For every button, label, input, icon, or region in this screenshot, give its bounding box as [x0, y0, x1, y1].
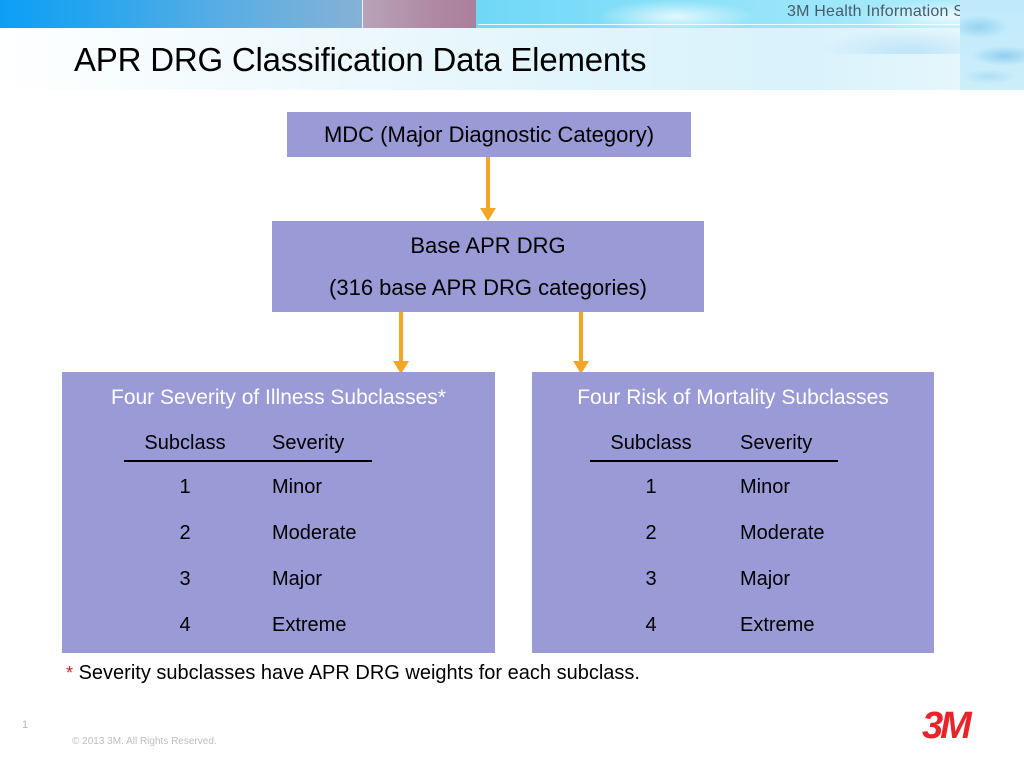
arrow-shaft — [486, 157, 490, 208]
cell-severity: Extreme — [272, 614, 347, 636]
severity-of-illness-heading: Four Severity of Illness Subclasses* — [111, 386, 446, 409]
table-row: 3 Major — [62, 558, 495, 604]
cell-subclass: 1 — [645, 476, 657, 498]
base-apr-drg-title: Base APR DRG — [410, 232, 566, 258]
cell-severity: Minor — [740, 476, 791, 498]
cell-subclass: 1 — [179, 476, 191, 498]
column-header-severity: Severity — [272, 432, 345, 454]
cell-subclass: 2 — [179, 522, 191, 544]
arrow-head — [573, 361, 589, 374]
base-apr-drg-subtitle: (316 base APR DRG categories) — [329, 274, 647, 300]
table-row: 3 Major — [532, 558, 934, 604]
footnote: * Severity subclasses have APR DRG weigh… — [66, 662, 640, 685]
arrow-shaft — [579, 312, 583, 361]
arrow-head — [393, 361, 409, 374]
base-apr-drg-box: Base APR DRG (316 base APR DRG categorie… — [272, 221, 704, 312]
arrow-base-drg-to-severity-of-illness — [393, 312, 409, 374]
page-number: 1 — [22, 719, 29, 731]
arrow-mdc-to-base-drg — [480, 157, 496, 221]
risk-of-mortality-table: Subclass Severity 1 Minor 2 Moderate 3 M… — [532, 430, 934, 650]
cell-severity: Minor — [272, 476, 323, 498]
cell-severity: Moderate — [740, 522, 825, 544]
arrow-head — [480, 208, 496, 221]
table-header-row: Subclass Severity — [62, 430, 495, 466]
risk-of-mortality-box: Four Risk of Mortality Subclasses Subcla… — [532, 372, 934, 653]
cell-subclass: 4 — [645, 614, 657, 636]
cell-subclass: 4 — [179, 614, 191, 636]
header-rule — [478, 24, 1024, 25]
table-row: 2 Moderate — [532, 512, 934, 558]
cell-subclass: 3 — [179, 568, 191, 590]
3m-logo: 3M — [922, 705, 972, 747]
brand-title: 3M Health Information Systems — [787, 3, 1016, 20]
cell-severity: Major — [272, 568, 323, 590]
footnote-asterisk: * — [66, 663, 74, 683]
cell-subclass: 2 — [645, 522, 657, 544]
risk-of-mortality-heading: Four Risk of Mortality Subclasses — [577, 386, 889, 409]
cell-severity: Extreme — [740, 614, 815, 636]
cell-severity: Major — [740, 568, 791, 590]
column-header-subclass: Subclass — [610, 432, 692, 454]
mdc-label: MDC (Major Diagnostic Category) — [323, 122, 655, 147]
mdc-box: MDC (Major Diagnostic Category) — [287, 112, 691, 157]
page-title: APR DRG Classification Data Elements — [74, 41, 647, 78]
arrow-base-drg-to-risk-of-mortality — [573, 312, 589, 374]
table-header-underline — [590, 460, 838, 462]
table-row: 4 Extreme — [532, 604, 934, 650]
severity-of-illness-table: Subclass Severity 1 Minor 2 Moderate 3 M… — [62, 430, 495, 650]
table-header-underline — [124, 460, 372, 462]
table-row: 2 Moderate — [62, 512, 495, 558]
table-header-row: Subclass Severity — [532, 430, 934, 466]
footnote-text: Severity subclasses have APR DRG weights… — [78, 662, 640, 684]
column-header-subclass: Subclass — [144, 432, 226, 454]
table-row: 1 Minor — [532, 466, 934, 512]
header-band-mauve-segment — [363, 0, 476, 28]
arrow-shaft — [399, 312, 403, 361]
cell-subclass: 3 — [645, 568, 657, 590]
severity-of-illness-box: Four Severity of Illness Subclasses* Sub… — [62, 372, 495, 653]
cell-severity: Moderate — [272, 522, 357, 544]
title-band — [0, 28, 1024, 90]
copyright-notice: © 2013 3M. All Rights Reserved. — [72, 736, 217, 747]
decorative-wave-graphic — [960, 0, 1024, 90]
column-header-severity: Severity — [740, 432, 813, 454]
table-row: 1 Minor — [62, 466, 495, 512]
table-row: 4 Extreme — [62, 604, 495, 650]
title-band-cloud — [820, 28, 970, 54]
